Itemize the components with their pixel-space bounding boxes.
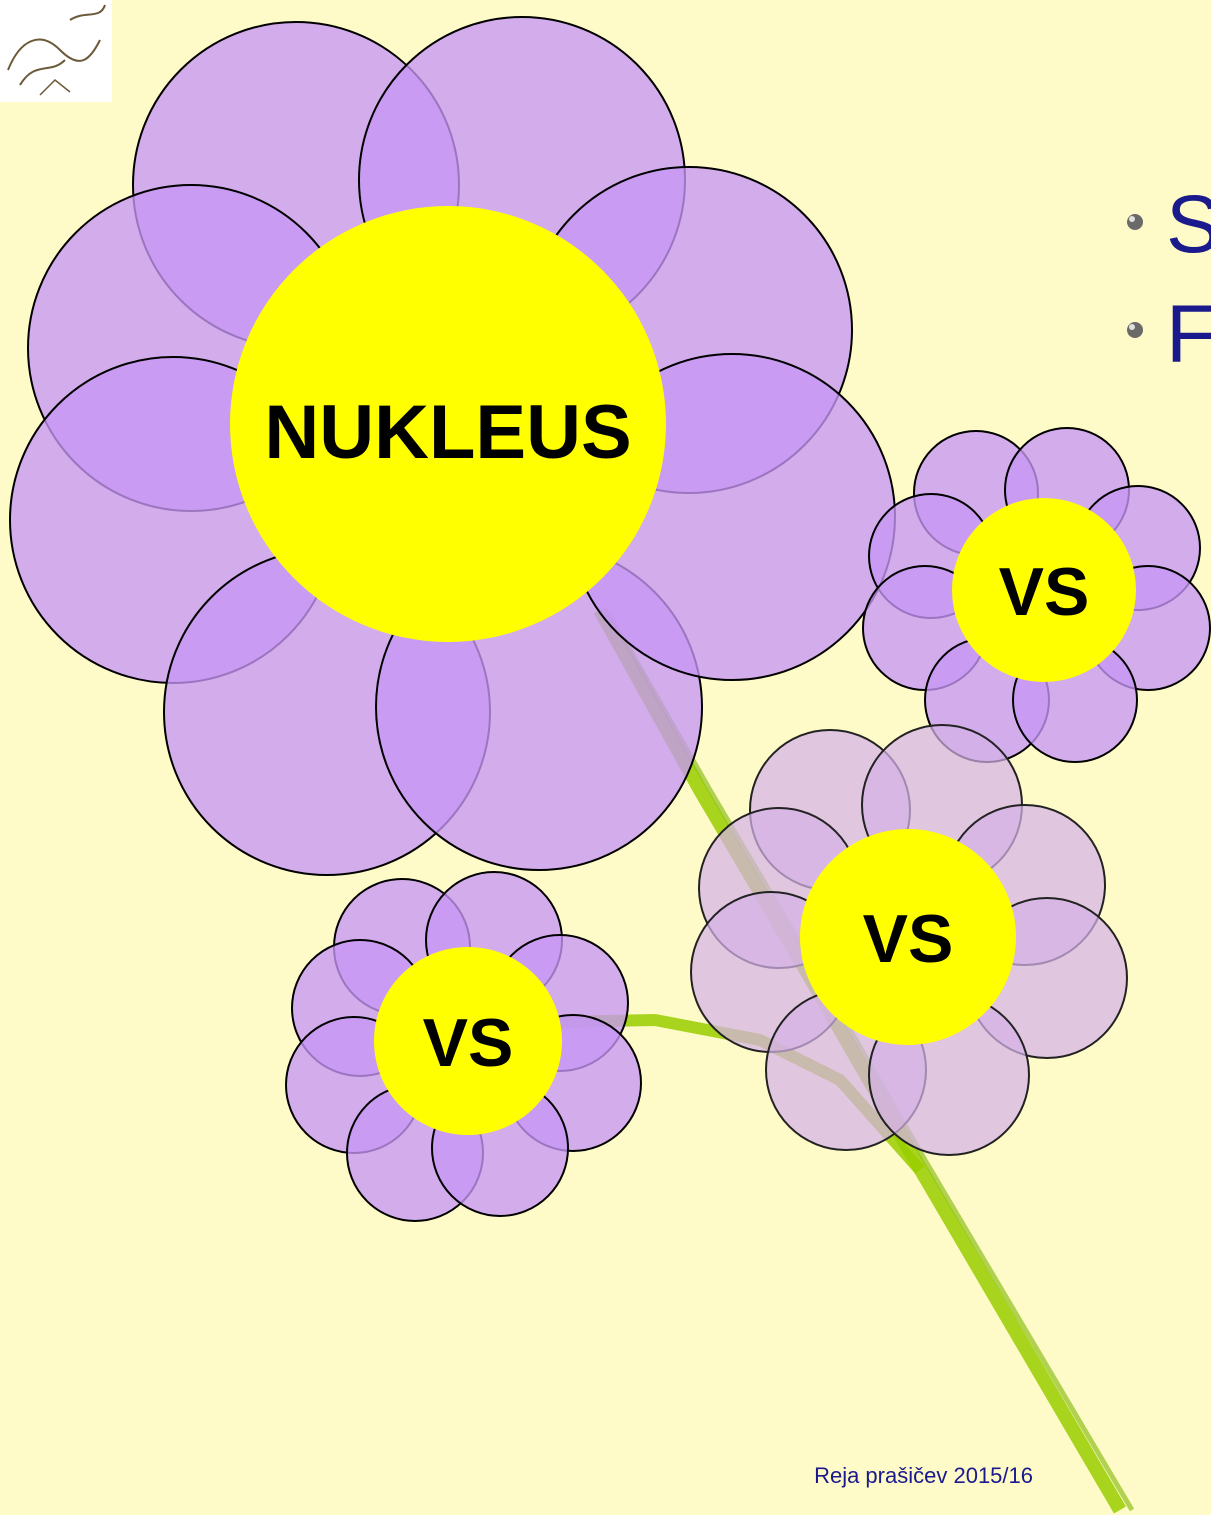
bullet-dot-icon xyxy=(1127,214,1143,230)
bullet-list: S F xyxy=(1127,179,1211,380)
flower-vs-left: VS xyxy=(285,871,642,1222)
flower-vs-middle-label: VS xyxy=(863,901,954,977)
bullet-text: F xyxy=(1166,289,1211,380)
bullet-item: F xyxy=(1127,289,1211,380)
flower-vs-right-center xyxy=(952,498,1136,682)
footer-text: Reja prašičev 2015/16 xyxy=(814,1463,1033,1488)
bullet-dot-icon xyxy=(1127,322,1143,338)
flower-nukleus-center xyxy=(230,206,666,642)
bullet-item: S xyxy=(1127,179,1211,270)
flower-vs-middle-petals xyxy=(690,724,1128,1156)
flower-nukleus-label: NUKLEUS xyxy=(264,390,631,475)
flower-vs-left-center xyxy=(374,947,562,1135)
flower-vs-right-label: VS xyxy=(999,554,1090,630)
flower-vs-left-label: VS xyxy=(423,1005,514,1081)
flower-vs-right: VS xyxy=(862,427,1211,763)
sketch-image xyxy=(0,0,112,102)
flower-vs-middle: VS xyxy=(690,724,1128,1156)
flower-nukleus: NUKLEUS xyxy=(9,16,896,876)
flower-vs-middle-center xyxy=(800,829,1016,1045)
bullet-text: S xyxy=(1166,179,1211,270)
